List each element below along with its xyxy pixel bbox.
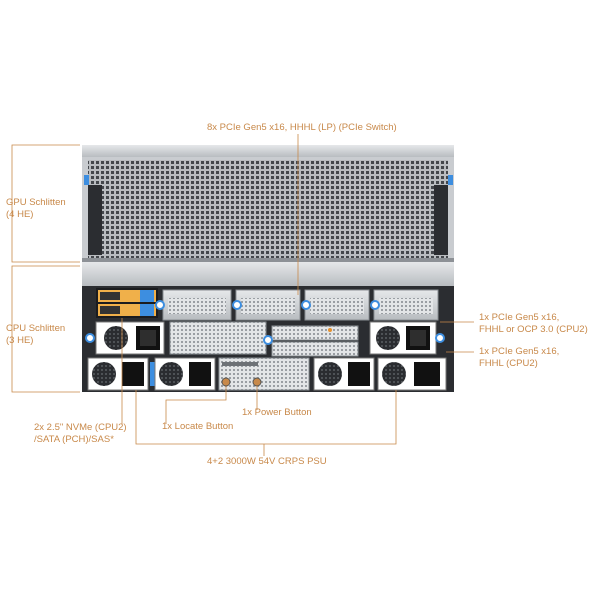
- pcie-fhhl-label-line1: 1x PCIe Gen5 x16,: [479, 346, 560, 357]
- gpu-sled: [82, 145, 454, 266]
- pcie-ocp-label-line1: 1x PCIe Gen5 x16,: [479, 312, 560, 323]
- nvme-bays: [96, 288, 158, 318]
- cpu-sled-label-line1: CPU Schlitten: [6, 323, 66, 334]
- pcie-switch-label: 8x PCIe Gen5 x16, HHHL (LP) (PCIe Switch…: [207, 122, 397, 134]
- pcie-fhhl-label-line2: FHHL (CPU2): [479, 358, 538, 369]
- power-button-dot: [252, 377, 262, 387]
- gpu-sled-latch-left: [84, 175, 89, 185]
- pcie-switch-text: 8x PCIe Gen5 x16, HHHL (LP) (PCIe Switch…: [207, 122, 397, 133]
- pcie-ocp-label-line2: FHHL or OCP 3.0 (CPU2): [479, 324, 588, 335]
- gpu-sled-label: GPU Schlitten (4 HE): [6, 197, 66, 221]
- psu-text: 4+2 3000W 54V CRPS PSU: [207, 456, 327, 467]
- pcie-switch-slots: [155, 289, 439, 321]
- cpu-sled: [82, 262, 454, 392]
- psu-upper-right: [369, 321, 445, 355]
- psu-label: 4+2 3000W 54V CRPS PSU: [207, 456, 327, 468]
- cpu-sled-label-line2: (3 HE): [6, 335, 34, 346]
- pcie-fhhl-label: 1x PCIe Gen5 x16, FHHL (CPU2): [479, 346, 559, 370]
- psu-upper-left: [85, 321, 165, 355]
- psu-bottom-row: [87, 357, 447, 391]
- nvme-label-line1: 2x 2.5" NVMe (CPU2): [34, 422, 127, 433]
- callout-lines: [11, 134, 474, 456]
- power-button-label: 1x Power Button: [242, 407, 312, 419]
- power-button-text: 1x Power Button: [242, 407, 312, 418]
- nvme-label: 2x 2.5" NVMe (CPU2) /SATA (PCH)/SAS*: [34, 422, 127, 446]
- locate-button-label: 1x Locate Button: [162, 421, 233, 433]
- locate-button-dot: [221, 377, 231, 387]
- gpu-sled-label-line2: (4 HE): [6, 209, 34, 220]
- center-io-panel: [218, 357, 310, 391]
- cpu-sled-label: CPU Schlitten (3 HE): [6, 323, 65, 347]
- pcie-ocp-label: 1x PCIe Gen5 x16, FHHL or OCP 3.0 (CPU2): [479, 312, 588, 336]
- gpu-sled-latch-right: [448, 175, 453, 185]
- nvme-label-line2: /SATA (PCH)/SAS*: [34, 434, 114, 445]
- locate-button-text: 1x Locate Button: [162, 421, 234, 432]
- gpu-sled-label-line1: GPU Schlitten: [6, 197, 66, 208]
